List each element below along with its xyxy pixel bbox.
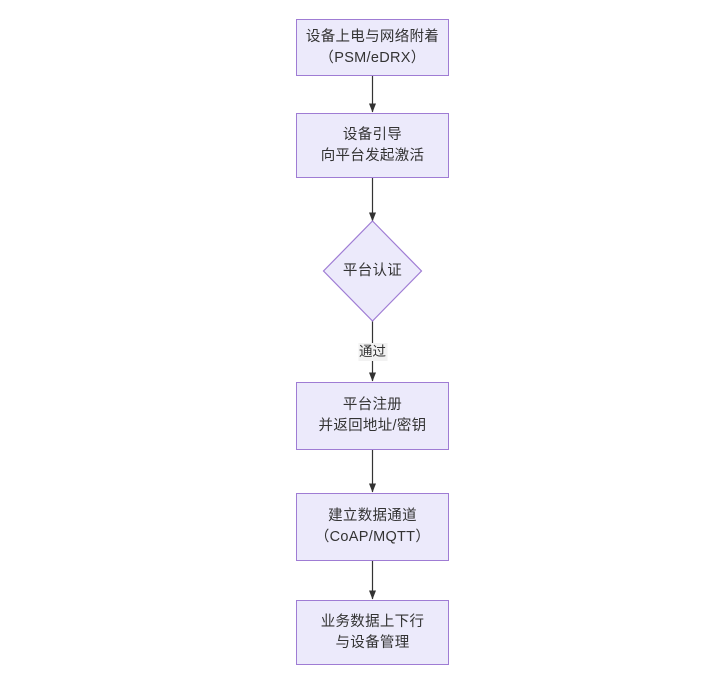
node-device-power-on[interactable]: 设备上电与网络附着 （PSM/eDRX） xyxy=(296,19,449,76)
node-data-channel-line1: 建立数据通道 xyxy=(328,508,417,524)
node-platform-registration[interactable]: 平台注册 并返回地址/密钥 xyxy=(296,382,449,450)
node-platform-auth-shape[interactable] xyxy=(322,220,423,322)
node-business-data[interactable]: 业务数据上下行 与设备管理 xyxy=(296,600,449,665)
node-platform-auth-label: 平台认证 xyxy=(342,262,403,279)
node-device-power-on-line1: 设备上电与网络附着 xyxy=(305,28,440,45)
node-business-data-line1: 业务数据上下行 xyxy=(320,613,425,630)
node-platform-registration-line1: 平台注册 xyxy=(342,397,403,413)
node-device-bootstrap-line1: 设备引导 xyxy=(342,126,403,143)
node-data-channel-line2: （CoAP/MQTT） xyxy=(314,529,431,545)
node-data-channel[interactable]: 建立数据通道 （CoAP/MQTT） xyxy=(296,493,449,561)
node-device-power-on-line2: （PSM/eDRX） xyxy=(319,49,426,66)
node-business-data-line2: 与设备管理 xyxy=(335,634,410,651)
node-device-bootstrap[interactable]: 设备引导 向平台发起激活 xyxy=(296,113,449,178)
node-platform-registration-line2: 并返回地址/密钥 xyxy=(318,418,427,434)
node-device-bootstrap-line2: 向平台发起激活 xyxy=(320,147,425,164)
node-platform-auth[interactable]: 平台认证 xyxy=(323,221,422,321)
edge-label-pass: 通过 xyxy=(358,343,387,361)
